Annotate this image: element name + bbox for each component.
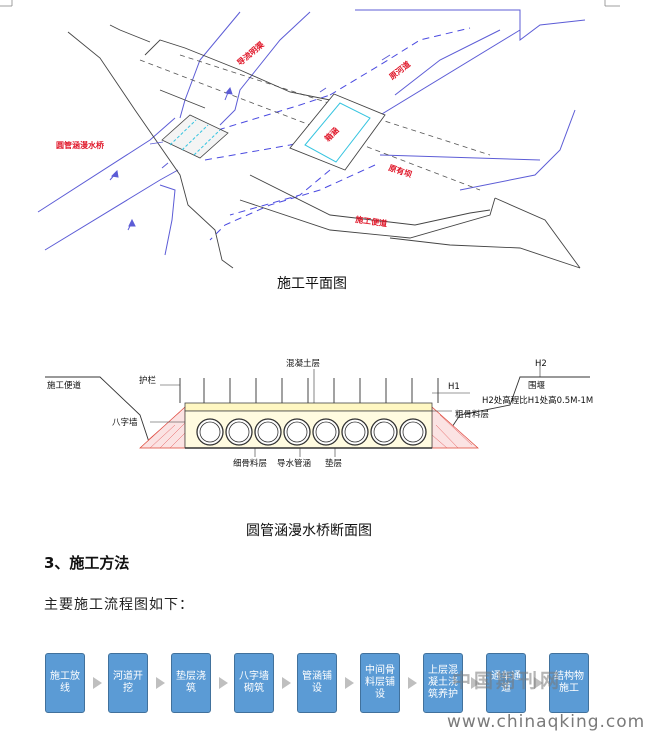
arrow-right-icon <box>408 677 417 689</box>
flow-step: 垫层浇筑 <box>171 653 211 713</box>
watermark-url: www.chinaqking.com <box>447 712 646 732</box>
flow-step: 上层混凝土浇筑养护 <box>423 653 463 713</box>
arrow-right-icon <box>534 677 543 689</box>
label-culvert-pipe: 导水管涵 <box>277 458 311 469</box>
flow-step: 河道开挖 <box>108 653 148 713</box>
arrow-right-icon <box>282 677 291 689</box>
arrow-right-icon <box>219 677 228 689</box>
flow-step: 中间骨料层铺设 <box>360 653 400 713</box>
road-outline <box>67 24 581 269</box>
cross-section-drawing: 混凝土层 施工便道 护栏 H1 H2 围堰 H2处高程比H1处高0.5M-1M … <box>45 358 593 469</box>
river-bank-lines <box>37 9 586 256</box>
flow-step: 施工放线 <box>45 653 85 713</box>
label-h2: H2 <box>535 359 547 369</box>
flow-chart: 施工放线 河道开挖 垫层浇筑 八字墙砌筑 管涵铺设 中间骨料层铺设 上层混凝土浇… <box>45 653 645 715</box>
label-cofferdam: 围堰 <box>528 380 546 391</box>
label-concrete-layer: 混凝土层 <box>286 358 320 369</box>
section-caption: 圆管涵漫水桥断面图 <box>246 523 372 539</box>
arrow-right-icon <box>471 677 480 689</box>
round-pipe-bridge-zone <box>149 114 229 159</box>
label-construction-road-section: 施工便道 <box>47 380 82 391</box>
flow-step: 八字墙砌筑 <box>234 653 274 713</box>
label-coarse-aggregate: 粗骨料层 <box>455 409 489 420</box>
label-original-channel: 原河道 <box>387 59 412 82</box>
site-plan-drawing: 圆管涵漫水桥 导流明渠 原河道 箱涵 原有坝 施工便道 <box>0 0 620 269</box>
concrete-layer <box>184 402 433 412</box>
flow-step: 管涵铺设 <box>297 653 337 713</box>
label-h1: H1 <box>448 382 460 392</box>
section-heading: 3、施工方法 <box>44 554 130 572</box>
label-wing-wall: 八字墙 <box>112 417 138 428</box>
label-original-dam: 原有坝 <box>387 162 413 179</box>
railing-posts <box>179 378 439 403</box>
label-cushion: 垫层 <box>325 458 342 469</box>
label-fine-aggregate: 细骨料层 <box>233 458 267 469</box>
watermark-logo: 中国期刊网 <box>452 670 563 692</box>
intro-paragraph: 主要施工流程图如下： <box>44 597 194 613</box>
label-construction-road-plan: 施工便道 <box>355 214 388 228</box>
flow-step: 通车通道 <box>486 653 526 713</box>
label-height-note: H2处高程比H1处高0.5M-1M <box>482 395 593 406</box>
plan-caption: 施工平面图 <box>277 276 347 292</box>
label-railing: 护栏 <box>139 375 157 386</box>
arrow-right-icon <box>156 677 165 689</box>
culvert-pipes <box>196 418 427 446</box>
flow-step: 结构物施工 <box>549 653 589 713</box>
arrow-right-icon <box>93 677 102 689</box>
arrow-right-icon <box>345 677 354 689</box>
flow-arrows <box>109 54 391 231</box>
label-round-pipe-bridge: 圆管涵漫水桥 <box>56 140 105 150</box>
box-culvert-zone <box>289 93 386 171</box>
